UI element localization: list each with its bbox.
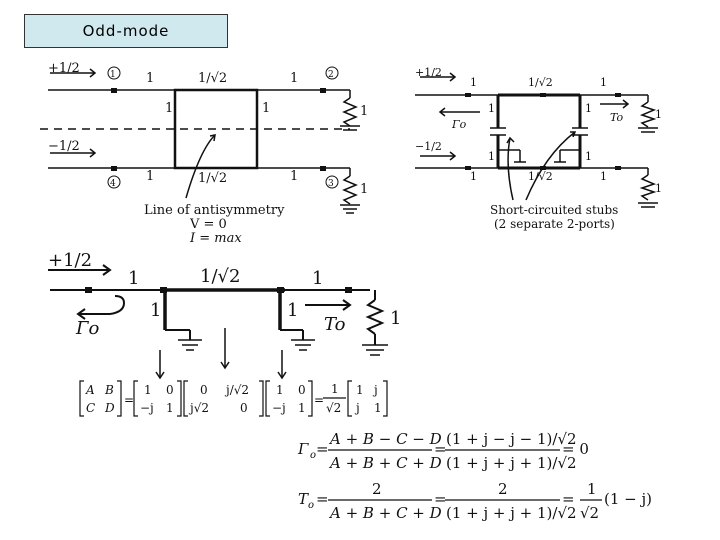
line-label-quarter: 1/√2: [198, 71, 227, 86]
svg-text:=: =: [124, 393, 134, 407]
line-label-left: 1: [146, 71, 154, 86]
split-stub-label-left: 1: [488, 102, 495, 115]
svg-text:o: o: [308, 500, 314, 511]
svg-text:−j: −j: [272, 401, 286, 415]
svg-text:1: 1: [587, 480, 597, 498]
svg-text:(1 + j − j − 1)/√2: (1 + j − j − 1)/√2: [446, 430, 577, 448]
split-load-label-bottom: 1: [655, 182, 662, 195]
split-line-label-right: 1: [600, 76, 607, 89]
svg-text:1: 1: [356, 383, 364, 397]
port-4-label: 4: [110, 179, 116, 189]
split-tau-label: To: [610, 111, 623, 124]
line-label-left-bottom: 1: [146, 169, 154, 184]
svg-text:0: 0: [166, 383, 174, 397]
split-line-label-left-bottom: 1: [470, 170, 477, 183]
split-stub-label-left-bottom: 1: [488, 150, 495, 163]
svg-text:C: C: [86, 401, 95, 415]
svg-text:0: 0: [240, 401, 248, 415]
svg-text:j: j: [372, 383, 378, 397]
mid-load-label: 1: [390, 308, 401, 329]
svg-text:2: 2: [498, 480, 508, 498]
svg-text:2: 2: [372, 480, 382, 498]
load-label-bottom: 1: [360, 182, 368, 197]
input-top-label: +1/2: [48, 61, 80, 76]
svg-text:A + B − C − D: A + B − C − D: [328, 430, 442, 448]
antisymmetry-line-label: Line of antisymmetry: [144, 203, 285, 218]
split-line-label-quarter: 1/√2: [528, 76, 553, 89]
split-input-top-label: +1/2: [415, 66, 442, 79]
split-two-port-circuit: [415, 72, 658, 208]
split-gamma-label: Γo: [451, 118, 467, 131]
input-bottom-label: −1/2: [48, 139, 80, 154]
svg-text:(1 + j + j + 1)/√2: (1 + j + j + 1)/√2: [446, 504, 577, 522]
split-input-bottom-label: −1/2: [415, 140, 442, 153]
svg-text:1: 1: [144, 383, 152, 397]
split-stub-label-right-bottom: 1: [585, 150, 592, 163]
odd-mode-two-port-circuit: [48, 264, 388, 380]
svg-text:1: 1: [298, 401, 306, 415]
load-label-top: 1: [360, 104, 368, 119]
svg-text:0: 0: [200, 383, 208, 397]
split-line-label-right-bottom: 1: [600, 170, 607, 183]
svg-text:√2: √2: [326, 401, 341, 415]
stubs-label: Short-circuited stubs: [490, 203, 618, 217]
svg-text:=: =: [434, 440, 447, 458]
port-1-label: 1: [110, 70, 116, 80]
mid-gamma-label: Γo: [75, 318, 99, 339]
port-3-label: 3: [328, 179, 334, 189]
svg-text:= 0: = 0: [562, 440, 589, 458]
split-load-label-top: 1: [655, 108, 662, 121]
split-stub-label-right: 1: [585, 102, 592, 115]
svg-text:1: 1: [166, 401, 174, 415]
svg-text:o: o: [310, 450, 316, 461]
mid-line-label-left: 1: [128, 268, 139, 289]
mid-tau-label: To: [324, 314, 346, 335]
svg-text:A + B + C + D: A + B + C + D: [328, 504, 442, 522]
antisymmetry-voltage-label: V = 0: [189, 217, 227, 232]
stubs-sublabel: (2 separate 2-ports): [494, 217, 615, 231]
mid-line-label-quarter: 1/√2: [200, 266, 240, 287]
svg-text:j√2: j√2: [188, 401, 209, 415]
svg-text:(1 + j + j + 1)/√2: (1 + j + j + 1)/√2: [446, 454, 577, 472]
slide-title: Odd-mode: [24, 14, 228, 48]
svg-text:T: T: [298, 490, 309, 508]
mid-input-label: +1/2: [48, 250, 92, 271]
svg-text:=: =: [434, 490, 447, 508]
mid-line-label-right: 1: [312, 268, 323, 289]
split-line-label-quarter-bottom: 1/√2: [528, 170, 553, 183]
line-label-quarter-bottom: 1/√2: [198, 171, 227, 186]
full-coupler-circuit: [40, 68, 360, 214]
split-line-label-left: 1: [470, 76, 477, 89]
svg-text:−j: −j: [140, 401, 154, 415]
svg-text:A: A: [85, 383, 95, 397]
svg-text:D: D: [104, 401, 115, 415]
svg-text:=: =: [316, 490, 329, 508]
svg-text:=: =: [314, 393, 324, 407]
svg-text:Γ: Γ: [297, 440, 309, 458]
port-2-label: 2: [328, 70, 334, 80]
svg-text:=: =: [562, 490, 575, 508]
line-label-right-bottom: 1: [290, 169, 298, 184]
svg-text:j: j: [354, 401, 360, 415]
svg-text:A + B + C + D: A + B + C + D: [328, 454, 442, 472]
svg-text:B: B: [104, 383, 114, 397]
svg-text:j/√2: j/√2: [224, 383, 249, 397]
shunt-label-left: 1: [165, 101, 173, 116]
svg-text:1: 1: [276, 383, 284, 397]
line-label-right: 1: [290, 71, 298, 86]
svg-text:=: =: [316, 440, 329, 458]
mid-stub-label-left: 1: [150, 300, 161, 321]
shunt-label-right: 1: [262, 101, 270, 116]
svg-text:√2: √2: [580, 504, 599, 522]
mid-stub-label-right: 1: [287, 300, 298, 321]
svg-text:1: 1: [331, 382, 339, 396]
antisymmetry-current-label: I = max: [189, 231, 242, 246]
svg-text:1: 1: [374, 401, 382, 415]
svg-text:0: 0: [298, 383, 306, 397]
svg-text:(1 − j): (1 − j): [604, 490, 652, 508]
